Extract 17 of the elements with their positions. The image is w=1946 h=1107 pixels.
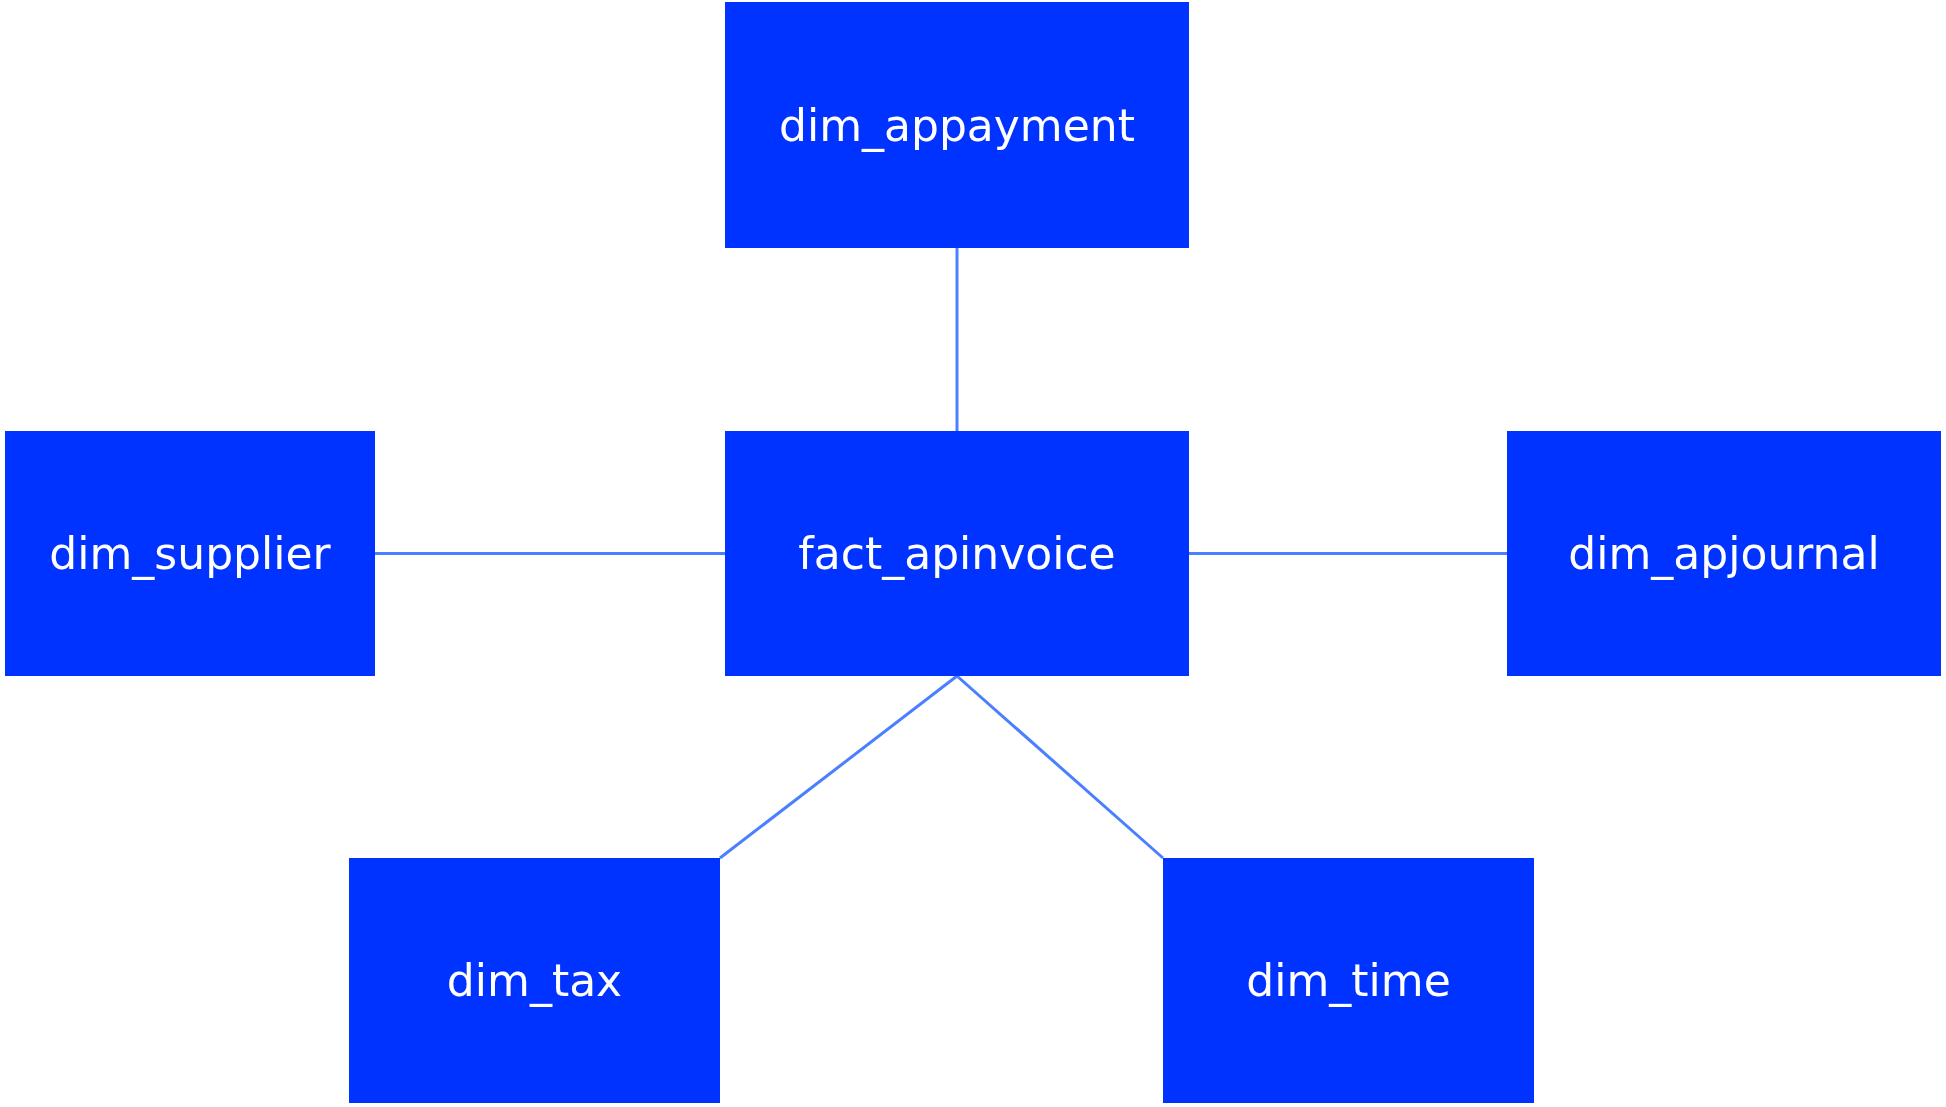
table-box — [1163, 858, 1534, 1103]
table-name: dim_supplier — [49, 528, 331, 579]
connector-line — [956, 674, 1164, 860]
connector-line — [719, 674, 958, 860]
connector-line — [375, 552, 725, 555]
table-box — [349, 858, 720, 1103]
table-name: dim_apjournal — [1568, 528, 1880, 579]
table-box — [725, 2, 1189, 248]
table-name: dim_tax — [446, 955, 623, 1006]
table-name: fact_apinvoice — [798, 528, 1116, 579]
connector-line — [1189, 552, 1507, 555]
table-name: dim_appayment — [779, 99, 1135, 151]
table-box — [5, 431, 375, 676]
table-name: dim_time — [1246, 955, 1451, 1006]
table-box — [1507, 431, 1941, 676]
connector-line — [955, 248, 959, 431]
table-box — [725, 431, 1189, 676]
